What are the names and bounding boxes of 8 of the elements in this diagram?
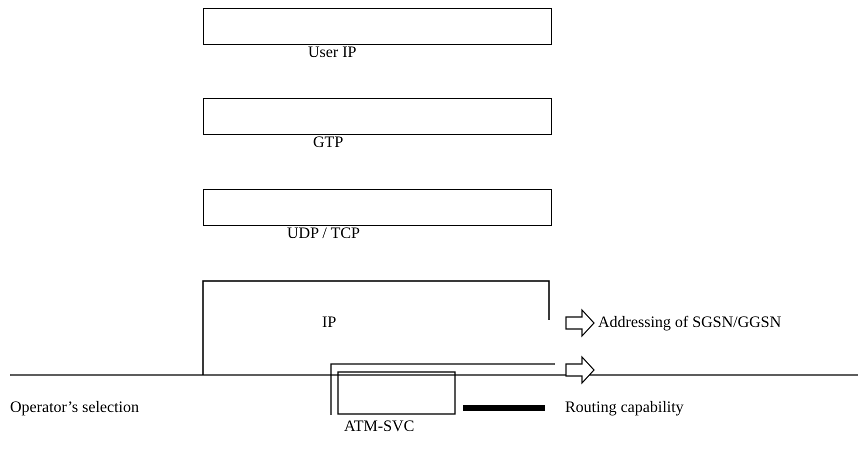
layer-label: User IP [308, 44, 356, 62]
annotation-text: Addressing of SGSN/GGSN [598, 314, 782, 332]
layer-label: UDP / TCP [287, 225, 360, 243]
layer-label: IP [322, 314, 336, 332]
annotation-text: Operator’s selection [10, 399, 139, 417]
legend-text: Routing capability [565, 399, 684, 417]
layer-label: ATM-SVC [344, 418, 414, 436]
layer-label: GTP [313, 134, 344, 152]
